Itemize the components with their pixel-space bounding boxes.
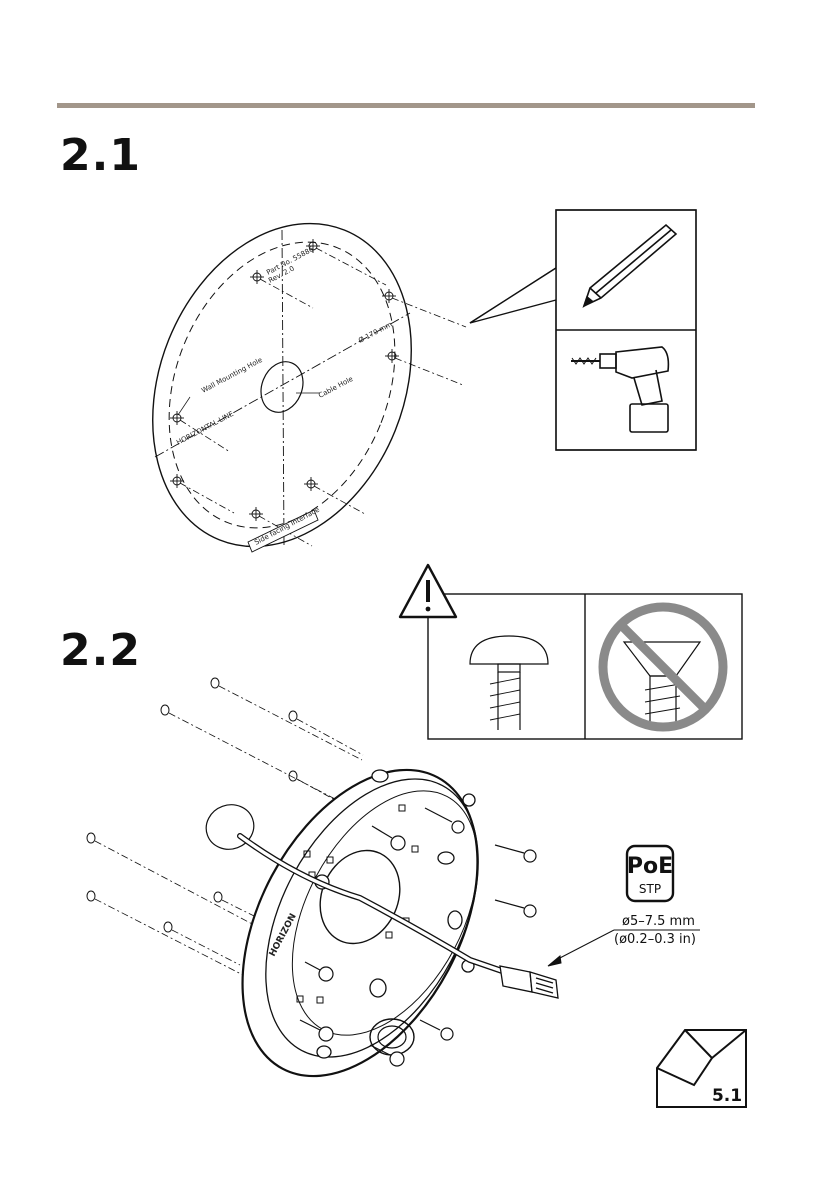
tool-panel [470,210,696,450]
rj45-connector [500,966,558,998]
screw-type-panel [400,565,742,739]
poe-stp-badge: PoE STP [627,846,673,901]
cable-diameter-mm: ø5–7.5 mm [622,914,695,929]
mounting-bracket [194,730,558,1115]
poe-label: PoE [627,854,673,879]
page-reference-label: 5.1 [712,1086,742,1106]
stp-label: STP [639,882,661,896]
warning-icon [400,565,456,617]
cable-diameter-in: (ø0.2–0.3 in) [614,932,696,947]
